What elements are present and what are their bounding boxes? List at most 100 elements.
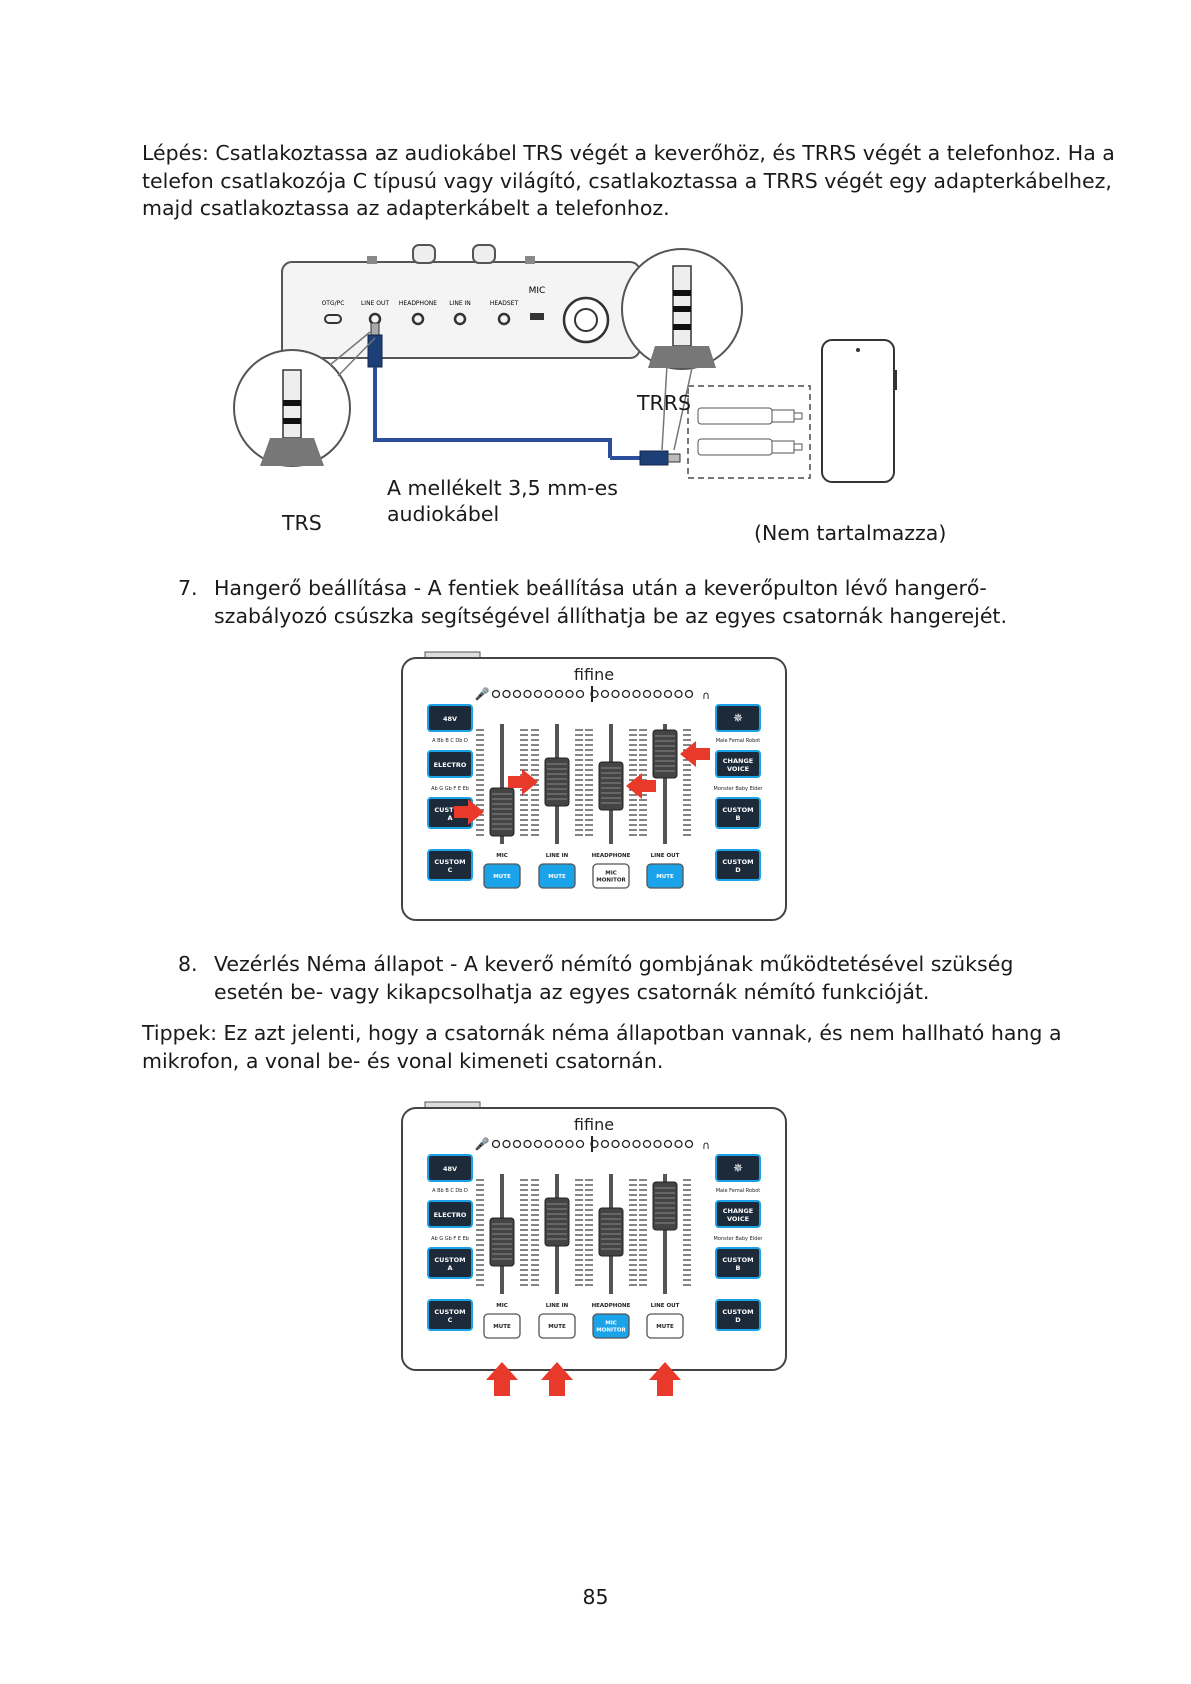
- trrs-label: TRRS: [637, 391, 692, 415]
- headphone-jack: [411, 312, 425, 326]
- btn-custom-d-label: D: [735, 1316, 741, 1324]
- trrs-ring: [673, 290, 691, 296]
- adapter-plug: [771, 409, 795, 423]
- mixer-body: [401, 657, 787, 921]
- mic-icon: 🎤: [475, 686, 490, 701]
- btn-custom-a-label: CUSTOM: [434, 806, 465, 814]
- btn-effect: [715, 1154, 761, 1182]
- key-row-bottom: Ab G Gb F E Eb: [431, 1236, 469, 1242]
- trrs-ring: [673, 306, 691, 312]
- level-meter-dot: [565, 1139, 574, 1149]
- red-arrow: [626, 773, 656, 799]
- tips-paragraph: Tippek: Ez azt jelenti, hogy a csatornák…: [142, 1021, 1062, 1073]
- btn-mute: [483, 1313, 521, 1339]
- btn-custom-d-label: D: [735, 866, 741, 874]
- red-arrow: [680, 741, 710, 767]
- btn-mute: [646, 1313, 684, 1339]
- btn-electro-label: ELECTRO: [434, 1211, 467, 1219]
- channel-label: LINE OUT: [651, 1303, 680, 1309]
- btn-custom-c-label: CUSTOM: [434, 858, 465, 866]
- xlr-combo-jack: [562, 296, 610, 344]
- step-paragraph: Lépés: Csatlakoztassa az audiokábel TRS …: [142, 141, 1115, 220]
- connection-diagram: OTG/PC LINE OUT HEADPHONE LINE IN HEADSE…: [230, 240, 970, 550]
- red-arrow: [454, 799, 484, 825]
- level-meter-dot: [523, 1139, 532, 1149]
- red-arrow: [508, 769, 538, 795]
- level-meter-dot: [575, 689, 585, 699]
- audio-cable: [373, 367, 612, 458]
- bottom-button-label: MONITOR: [596, 1328, 626, 1334]
- adapter-plug-tip: [793, 443, 803, 451]
- level-meter-dot: [554, 1139, 564, 1149]
- level-meter-dot: [684, 689, 694, 699]
- bottom-button-label: MUTE: [656, 874, 674, 880]
- list-number-7: 7.: [178, 576, 198, 600]
- level-meter-dot: [533, 689, 543, 699]
- page-number: 85: [582, 1585, 609, 1609]
- btn-electro-label: ELECTRO: [434, 761, 467, 769]
- bottom-button-label: MUTE: [548, 1324, 566, 1330]
- fader-track: [663, 1174, 667, 1294]
- level-meter-dot: [611, 1139, 620, 1149]
- connection-diagram-svg: OTG/PC LINE OUT HEADPHONE LINE IN HEADSE…: [233, 244, 897, 483]
- port-label: LINE IN: [449, 300, 471, 307]
- btn-custom-b: [715, 797, 761, 829]
- level-meter-dot: [491, 689, 501, 699]
- xlr-inner: [574, 308, 598, 332]
- level-meter-dot: [632, 689, 641, 699]
- bottom-button-label: MUTE: [656, 1324, 674, 1330]
- btn-mute: [538, 863, 576, 889]
- level-meter-dot: [621, 1139, 631, 1149]
- trs-tip: [370, 322, 380, 336]
- usb-c-port: [324, 314, 342, 324]
- channel-label: LINE OUT: [651, 853, 680, 859]
- adapter-plug-tip: [793, 412, 803, 420]
- level-meter-dot: [642, 1139, 652, 1149]
- btn-48v: [427, 1154, 473, 1182]
- btn-custom-a-label: A: [447, 1264, 452, 1272]
- btn-mic-monitor: [592, 1313, 630, 1339]
- mic-switch: [530, 313, 544, 320]
- zoom-line: [673, 367, 693, 451]
- level-meter-dot: [554, 689, 564, 699]
- level-meter-dot: [544, 1139, 553, 1149]
- adapter-plug: [771, 440, 795, 454]
- level-meter-dot: [684, 1139, 694, 1149]
- btn-change-voice-label: CHANGE: [723, 1207, 753, 1215]
- voice-row-bottom: Monster Baby Elder: [714, 1236, 764, 1242]
- btn-electro: [427, 1200, 473, 1228]
- level-meter-dot: [502, 1139, 511, 1149]
- level-meter-dot: [502, 689, 511, 699]
- headphone-icon: ∩: [702, 689, 710, 702]
- btn-custom-d: [715, 849, 761, 881]
- bottom-button-label: MUTE: [548, 874, 566, 880]
- btn-custom-c: [427, 1299, 473, 1331]
- btn-electro: [427, 750, 473, 778]
- port-label: HEADPHONE: [399, 300, 437, 307]
- not-included-label: (Nem tartalmazza): [754, 521, 947, 545]
- headphone-icon: ∩: [702, 1139, 710, 1152]
- level-meter-dot: [575, 1139, 585, 1149]
- level-meter-dot: [642, 689, 652, 699]
- zoom-line: [337, 337, 376, 377]
- fader-track: [500, 724, 504, 844]
- level-meter-dot: [611, 689, 620, 699]
- voice-row-top: Male Femal Robot: [716, 1188, 761, 1194]
- zoom-line: [661, 364, 668, 451]
- red-arrow-up: [541, 1362, 573, 1396]
- trs-plug-body: [367, 334, 383, 368]
- voice-row-top: Male Femal Robot: [716, 738, 761, 744]
- level-meter-dot: [512, 689, 522, 699]
- btn-custom-b-label: B: [736, 1264, 741, 1272]
- channel-label: LINE IN: [546, 853, 569, 859]
- btn-change-voice-label: VOICE: [727, 1215, 749, 1223]
- btn-mute: [483, 863, 521, 889]
- voice-row-bottom: Monster Baby Elder: [714, 786, 764, 792]
- level-meter-dot: [653, 689, 662, 699]
- mixer-brand: fifine: [574, 1115, 614, 1134]
- btn-custom-d-label: CUSTOM: [722, 1308, 753, 1316]
- level-meter-dot: [674, 689, 683, 699]
- channel-label: LINE IN: [546, 1303, 569, 1309]
- mixer-body: [401, 1107, 787, 1371]
